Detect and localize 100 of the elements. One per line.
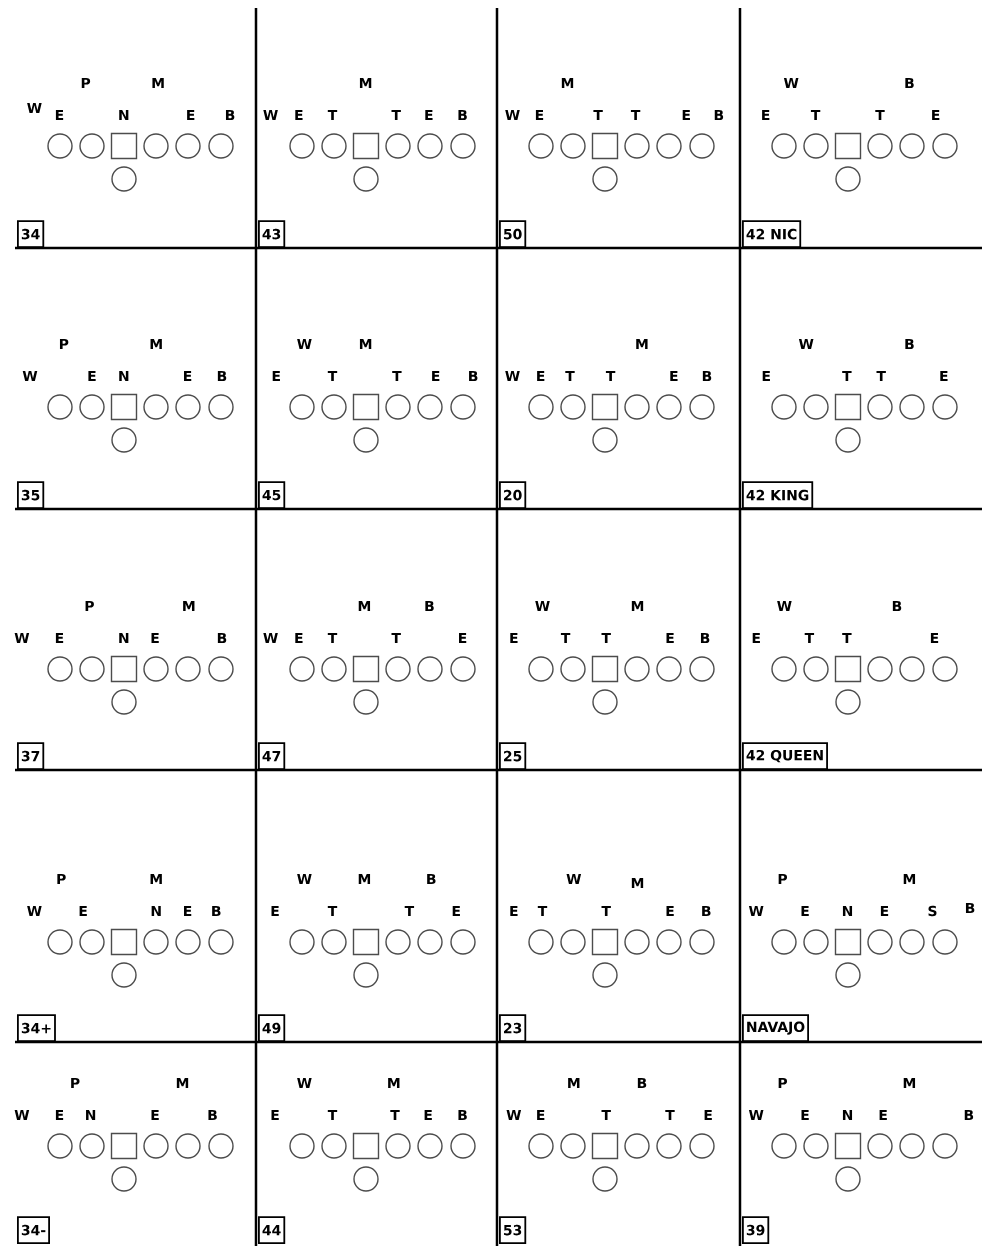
- formation-name-box: 43: [258, 220, 286, 248]
- position-letter: B: [208, 1109, 217, 1121]
- position-letter: M: [903, 1077, 916, 1089]
- position-letter: P: [71, 1077, 80, 1089]
- position-letter: M: [176, 1077, 189, 1089]
- position-letter: M: [358, 600, 371, 612]
- position-letter: E: [295, 109, 303, 121]
- position-letter: E: [932, 109, 940, 121]
- position-letter: B: [700, 632, 710, 644]
- position-letter: E: [762, 109, 770, 121]
- position-letter: M: [152, 77, 164, 89]
- position-letter: M: [358, 873, 371, 885]
- formation-name-box: 50: [499, 220, 527, 248]
- position-letter: W: [27, 905, 42, 917]
- position-letter: B: [964, 1109, 974, 1121]
- position-letter: W: [263, 632, 278, 644]
- position-letter: E: [452, 905, 460, 917]
- position-letter: E: [425, 109, 433, 121]
- position-letter: T: [327, 109, 338, 121]
- position-letter: T: [390, 1109, 400, 1121]
- position-letter: N: [842, 1109, 853, 1121]
- position-letter: E: [272, 370, 280, 382]
- position-letter: M: [568, 1077, 580, 1089]
- position-letter: B: [702, 905, 711, 917]
- formation-name-box: 34+: [17, 1014, 56, 1042]
- position-letter: T: [327, 370, 338, 382]
- formation-name-box: 35: [17, 481, 45, 509]
- position-letter: E: [55, 109, 64, 121]
- position-letter: E: [670, 370, 678, 382]
- position-letter: E: [88, 370, 96, 382]
- position-letter: E: [295, 632, 303, 644]
- formation-name-box: 34: [17, 220, 45, 248]
- position-letter: P: [57, 873, 66, 885]
- position-letter: T: [665, 1109, 675, 1121]
- position-letter: M: [359, 77, 372, 89]
- position-letter: T: [593, 109, 603, 121]
- position-letter: T: [876, 370, 886, 382]
- position-letter: T: [842, 370, 852, 382]
- position-letter: M: [388, 1077, 400, 1089]
- position-letter: T: [327, 905, 338, 917]
- position-letter: T: [601, 1109, 611, 1121]
- position-letter: B: [905, 338, 914, 350]
- position-letter: W: [27, 102, 42, 114]
- position-letter: W: [505, 370, 520, 382]
- position-letter: W: [535, 600, 550, 612]
- position-letter: E: [187, 109, 195, 121]
- formation-name-box: 23: [499, 1014, 527, 1042]
- position-letter: W: [14, 632, 30, 644]
- formation-name-box: 37: [17, 742, 45, 770]
- position-letter: E: [535, 109, 544, 121]
- position-letter: B: [225, 109, 235, 121]
- formation-name-box: 47: [258, 742, 286, 770]
- formation-name-box: 25: [499, 742, 527, 770]
- position-letter: E: [537, 1109, 545, 1121]
- position-letter: T: [601, 632, 611, 644]
- position-letter: T: [605, 370, 616, 382]
- position-letter: E: [271, 1109, 279, 1121]
- position-letter: M: [359, 338, 372, 350]
- formation-name-box: 42 QUEEN: [742, 742, 828, 770]
- position-letter: E: [940, 370, 948, 382]
- position-letter: M: [636, 338, 648, 350]
- position-letter: E: [537, 370, 545, 382]
- position-letter: M: [150, 338, 162, 350]
- position-letter: E: [459, 632, 467, 644]
- position-letter: W: [505, 109, 520, 121]
- formation-name-box: 53: [499, 1216, 527, 1244]
- position-letter: E: [510, 905, 518, 917]
- position-letter: P: [59, 338, 69, 350]
- position-letter: N: [119, 370, 129, 382]
- position-letter: B: [892, 600, 902, 612]
- position-letter: B: [458, 109, 467, 121]
- position-letter: P: [778, 873, 788, 885]
- position-letter: B: [425, 600, 434, 612]
- position-letter: T: [560, 632, 571, 644]
- position-letter: P: [778, 1077, 788, 1089]
- position-letter: E: [752, 632, 760, 644]
- formation-name-box: 39: [742, 1216, 770, 1244]
- position-letter: M: [903, 873, 916, 885]
- position-letter: T: [537, 905, 548, 917]
- position-letter: B: [702, 370, 712, 382]
- position-letter: W: [22, 370, 38, 382]
- position-letter: E: [666, 632, 674, 644]
- formation-name-box: 42 KING: [742, 481, 814, 509]
- position-letter: W: [783, 77, 799, 89]
- position-letter: E: [184, 905, 192, 917]
- position-letter: M: [631, 600, 644, 612]
- position-letter: E: [801, 905, 809, 917]
- position-letter: E: [271, 905, 279, 917]
- position-letter: T: [630, 109, 641, 121]
- position-letter: M: [183, 600, 195, 612]
- position-letter: N: [151, 905, 161, 917]
- position-letter: E: [704, 1109, 712, 1121]
- formation-name-box: 34-: [17, 1216, 50, 1244]
- position-letter: W: [297, 338, 312, 350]
- formation-name-box: 42 NIC: [742, 220, 802, 248]
- position-letter: B: [217, 632, 227, 644]
- position-letter: S: [928, 905, 937, 917]
- position-letter: B: [637, 1077, 647, 1089]
- position-letter: T: [601, 905, 611, 917]
- position-letter: W: [798, 338, 814, 350]
